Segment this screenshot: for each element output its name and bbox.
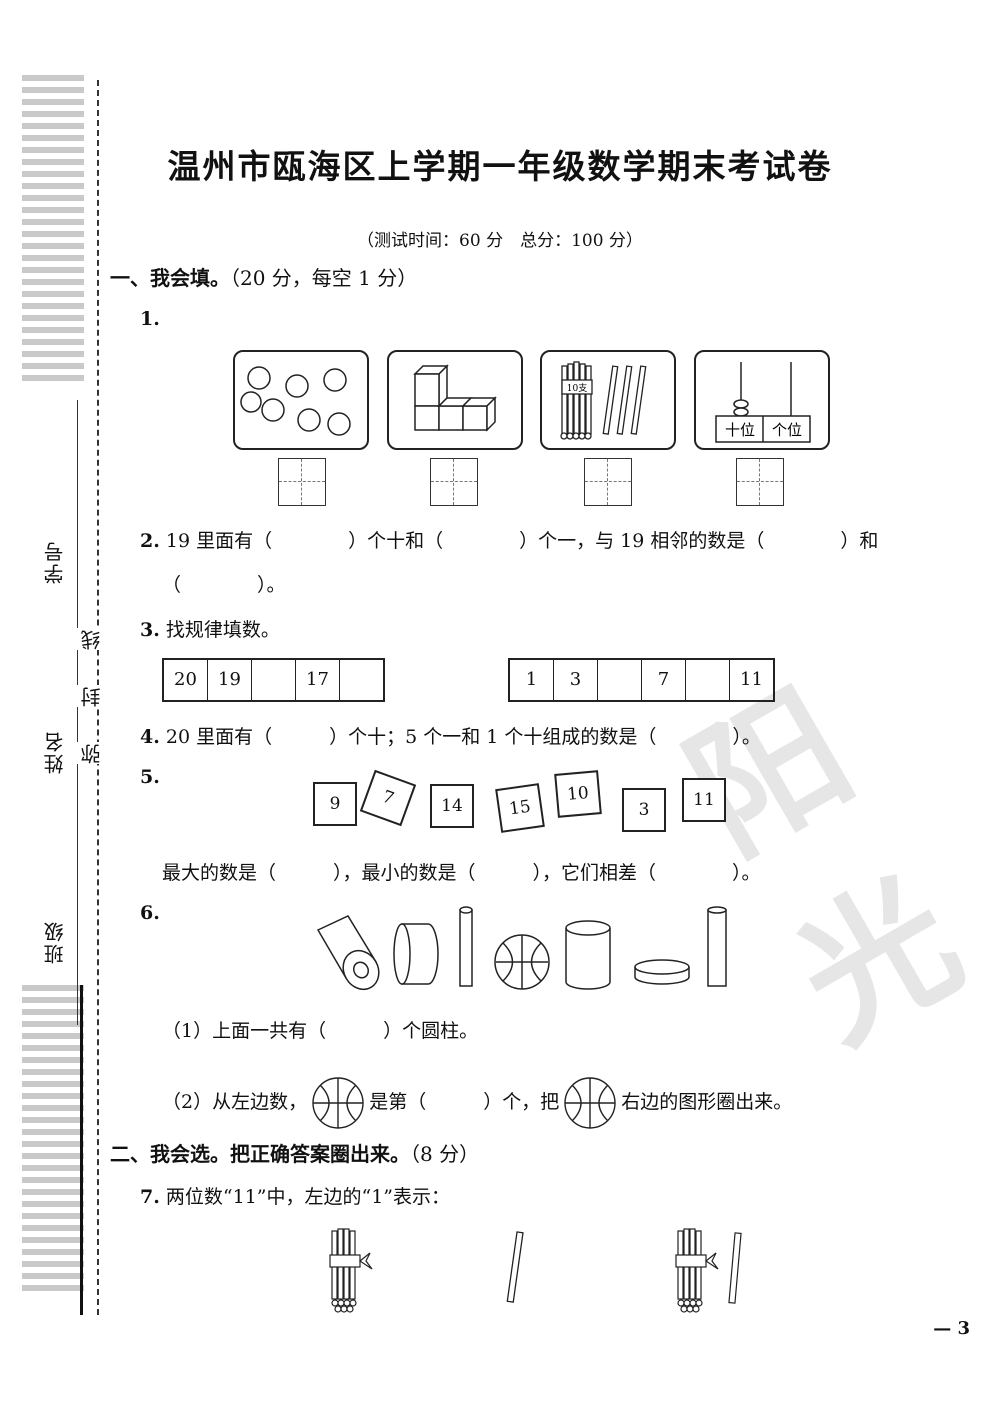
circles-picture — [233, 350, 369, 450]
sticks-drawing: 10支 — [560, 361, 647, 440]
number-card: 15 — [495, 783, 545, 833]
student-id-label: 学号 — [43, 540, 67, 584]
q3-text: 找规律填数。 — [165, 619, 280, 641]
seq2-cell: 7 — [642, 660, 686, 700]
sticks-picture: 10支 — [540, 350, 676, 450]
answer-box-1[interactable] — [278, 458, 326, 506]
seq1-cell: 17 — [296, 660, 340, 700]
seal-line-text: 线 — [77, 628, 106, 650]
basketball-icon — [564, 1077, 616, 1129]
seq1-cell: 19 — [208, 660, 252, 700]
q1-number: 1. — [140, 308, 160, 330]
answer-box-2[interactable] — [430, 458, 478, 506]
seq2-cell: 11 — [740, 669, 763, 690]
section2-heading: 二、我会选。把正确答案圈出来。（8 分） — [110, 1138, 479, 1167]
option-a-bundle[interactable] — [322, 1225, 382, 1315]
binding-fill-line — [77, 400, 78, 1025]
number-card: 11 — [682, 778, 726, 822]
sequence-1: 20 19 17 — [162, 658, 385, 702]
section1-points: （20 分，每空 1 分） — [230, 266, 418, 290]
tens-label: 十位 — [725, 421, 755, 439]
subtitle: （测试时间：60 分 总分：100 分） — [357, 231, 643, 251]
basketball-icon — [312, 1077, 364, 1129]
cubes-drawing — [413, 364, 497, 432]
seq2-blank[interactable] — [686, 660, 730, 700]
q6-sub2-b: 是第（ ）个，把 — [369, 1091, 560, 1113]
circles-drawing — [240, 366, 351, 436]
q6-sub2-c: 右边的图形圈出来。 — [621, 1091, 793, 1113]
option-c-bundle-and-stick[interactable] — [668, 1225, 758, 1315]
q2-line2: （ ）。 — [162, 574, 286, 596]
q2: 2. 19 里面有（ ）个十和（ ）个一，与 19 相邻的数是（ ）和 — [140, 526, 878, 553]
binding-thick-line — [80, 985, 83, 1315]
q6-sub2-a: （2）从左边数， — [162, 1091, 308, 1113]
page-number: — 3 — [933, 1318, 970, 1339]
answer-box-3[interactable] — [584, 458, 632, 506]
q7-number: 7. — [140, 1186, 160, 1208]
bundle-label: 10支 — [567, 382, 587, 394]
q2-line1: 19 里面有（ ）个十和（ ）个一，与 19 相邻的数是（ ）和 — [165, 530, 879, 552]
seq2-cell: 3 — [554, 660, 598, 700]
seq2-cell: 1 — [510, 660, 554, 700]
sequence-2: 1 3 7 11 — [508, 658, 775, 702]
number-card: 9 — [313, 782, 357, 826]
section2-title: 二、我会选。把正确答案圈出来。 — [110, 1142, 410, 1166]
q3: 3. 找规律填数。 — [140, 615, 280, 642]
number-card: 3 — [622, 788, 666, 832]
watermark: 阳光 — [661, 660, 988, 1075]
binding-stripes-bottom — [22, 985, 84, 1297]
section1-heading: 一、我会填。（20 分，每空 1 分） — [110, 262, 417, 291]
number-card: 10 — [554, 770, 602, 818]
seq1-blank[interactable] — [252, 660, 296, 700]
seq1-blank[interactable] — [340, 660, 383, 700]
class-label: 班级 — [43, 920, 67, 964]
ones-label: 个位 — [772, 421, 802, 439]
name-label: 姓名 — [43, 730, 67, 774]
page-title: 温州市瓯海区上学期一年级数学期末考试卷 — [167, 147, 833, 186]
option-b-stick[interactable] — [500, 1228, 530, 1308]
q6-number: 6. — [140, 902, 160, 924]
q4: 4. 20 里面有（ ）个十；5 个一和 1 个十组成的数是（ ）。 — [140, 722, 761, 749]
q6-sub2: （2）从左边数， 是第（ ）个，把 右边的图形圈出来。 — [162, 1076, 792, 1130]
abacus-picture: 十位 个位 — [694, 350, 830, 450]
q6-sub1: （1）上面一共有（ ）个圆柱。 — [162, 1020, 479, 1042]
q4-number: 4. — [140, 726, 160, 748]
q7-text: 两位数“11”中，左边的“1”表示： — [165, 1186, 451, 1208]
seal-dense-text: 弥 — [77, 742, 106, 764]
seq2-blank[interactable] — [598, 660, 642, 700]
q3-number: 3. — [140, 619, 160, 641]
seal-seal-text: 封 — [77, 685, 106, 707]
cubes-picture — [387, 350, 523, 450]
q5-number: 5. — [140, 766, 160, 788]
seq1-cell: 20 — [164, 660, 208, 700]
q5-text: 最大的数是（ ），最小的数是（ ），它们相差（ ）。 — [162, 862, 761, 884]
q4-text: 20 里面有（ ）个十；5 个一和 1 个十组成的数是（ ）。 — [165, 726, 761, 748]
abacus-drawing: 十位 个位 — [715, 362, 811, 443]
number-card: 14 — [430, 784, 474, 828]
answer-box-4[interactable] — [736, 458, 784, 506]
section2-points: （8 分） — [410, 1142, 480, 1166]
section1-title: 一、我会填。 — [110, 266, 230, 290]
shapes-row — [316, 906, 727, 991]
q2-number: 2. — [140, 530, 160, 552]
number-card: 7 — [359, 769, 417, 827]
q7: 7. 两位数“11”中，左边的“1”表示： — [140, 1182, 450, 1209]
binding-stripes-top — [22, 75, 84, 387]
